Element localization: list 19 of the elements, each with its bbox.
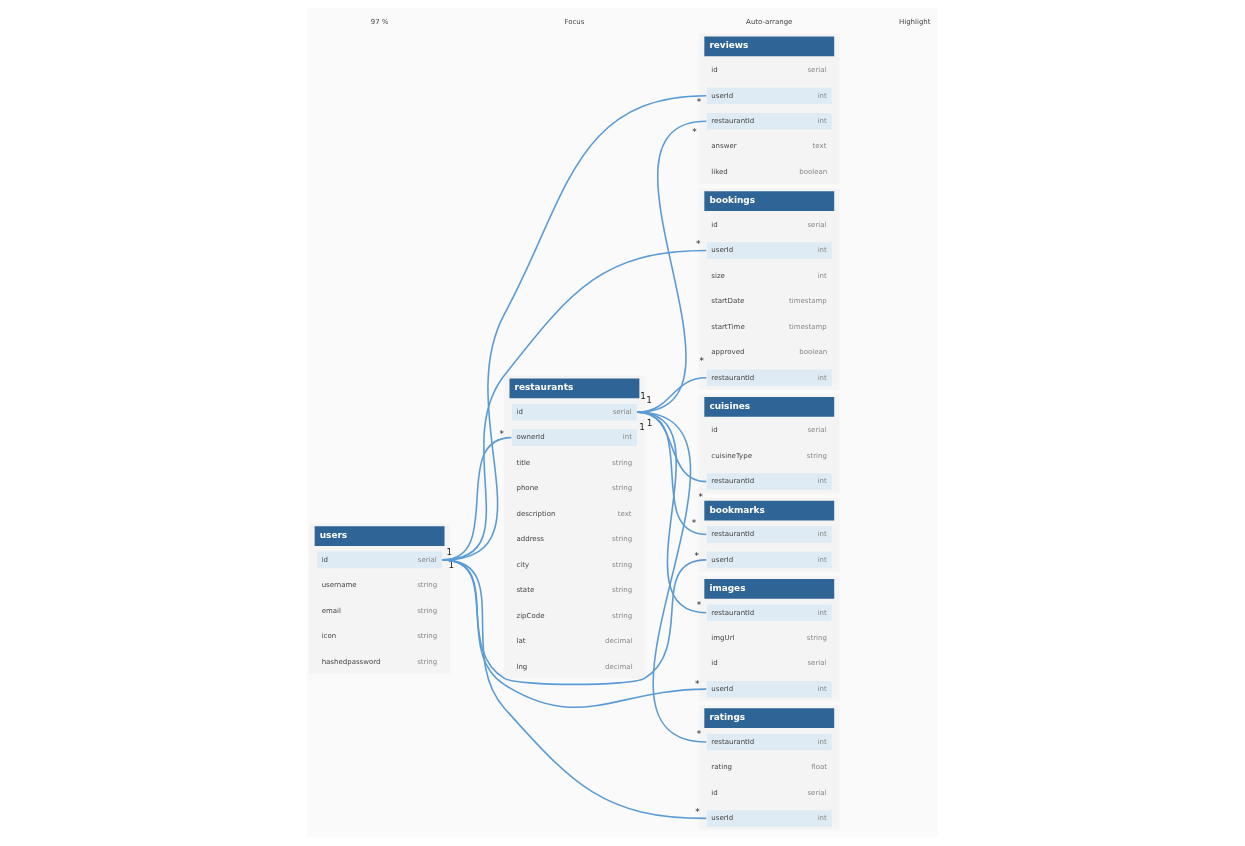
label: * — [699, 356, 704, 367]
label: * — [695, 238, 701, 249]
label: * — [694, 550, 699, 561]
connector — [441, 559, 708, 820]
label: * — [499, 428, 504, 439]
label: 1 — [640, 390, 646, 401]
label: 1 — [646, 394, 653, 405]
label: * — [692, 127, 697, 138]
label: * — [696, 97, 702, 108]
label: * — [696, 600, 702, 611]
label: * — [696, 729, 702, 740]
label: 1 — [639, 422, 645, 433]
label: * — [694, 678, 700, 689]
label: 1 — [446, 546, 453, 557]
connector — [636, 411, 708, 743]
label: * — [695, 807, 700, 818]
label: 1 — [646, 417, 653, 428]
label: * — [691, 517, 697, 528]
label: 1 — [448, 559, 455, 570]
